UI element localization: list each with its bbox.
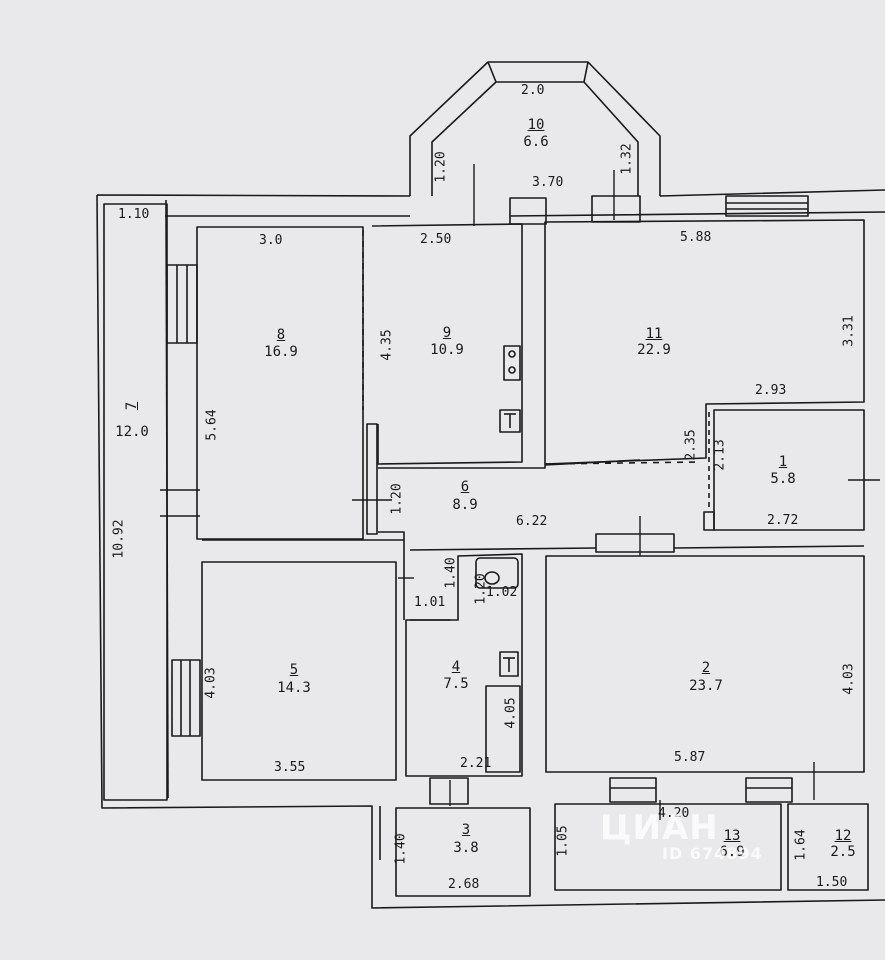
room-11-area: 22.9 [637, 342, 671, 358]
dim-bay-left: 1.20 [433, 151, 449, 183]
room-8-area: 16.9 [264, 344, 298, 360]
dim-r8-length: 5.64 [204, 409, 220, 441]
watermark: ЦИАН ID 674894 [600, 808, 763, 863]
dim-r8-width: 3.0 [259, 233, 283, 248]
room-5-number: 5 [289, 662, 299, 678]
room-4-number: 4 [451, 659, 461, 675]
dim-r5-width: 3.55 [274, 760, 306, 775]
room-3-number: 3 [461, 822, 471, 838]
room-9-area: 10.9 [430, 342, 464, 358]
room-8-outline [196, 226, 364, 540]
dim-bay-top: 2.0 [521, 83, 545, 98]
room-2-number: 2 [701, 660, 711, 676]
room-5-area: 14.3 [277, 680, 311, 696]
room-11-outline [544, 219, 865, 465]
dim-r12-length: 1.64 [793, 829, 809, 861]
room-2-outline [545, 555, 865, 773]
dim-r6-length: 1.20 [389, 483, 405, 515]
dim-bay-right: 1.32 [619, 143, 635, 175]
room-7-area: 12.0 [115, 424, 149, 440]
dim-r4-width: 2.21 [460, 756, 492, 771]
room-10-number: 10 [527, 117, 545, 133]
room-1-number: 1 [778, 454, 788, 470]
room-11-number: 11 [645, 326, 663, 342]
dim-r11-length: 3.31 [841, 315, 857, 347]
dim-r1-top: 2.93 [755, 383, 787, 398]
windows [166, 195, 809, 805]
room-4-outline [405, 553, 523, 777]
room-13-number: 13 [723, 828, 741, 844]
room-12-outline [787, 803, 869, 891]
room-9-outline [371, 223, 523, 465]
room-6-area: 8.9 [452, 497, 478, 513]
dim-r4-closet-h: 1.40 [443, 557, 459, 589]
room-1-area: 5.8 [770, 471, 796, 487]
dim-r1-ext: 2.35 [683, 429, 699, 461]
dim-r7-width: 1.10 [118, 207, 150, 222]
dim-r5-length: 4.03 [203, 667, 219, 699]
room-4-area: 7.5 [443, 676, 469, 692]
room-2-area: 23.7 [689, 678, 723, 694]
room-8-number: 8 [276, 327, 286, 343]
room-3-outline [395, 807, 531, 897]
tick-marks [160, 164, 880, 820]
outer-wall [96, 189, 885, 909]
dim-bay-width: 3.70 [532, 175, 564, 190]
dim-r9-length: 4.35 [379, 329, 395, 361]
dim-r3-length: 1.40 [393, 833, 409, 865]
dim-r4-step: 1.01 [414, 595, 446, 610]
room-12-number: 12 [834, 828, 852, 844]
dim-r4-length: 4.05 [503, 697, 519, 729]
inner-wall-line [165, 211, 885, 217]
dim-r3-width: 2.68 [448, 877, 480, 892]
dim-r2-length: 4.03 [841, 663, 857, 695]
room-5-outline [201, 561, 397, 781]
room-12-area: 2.5 [830, 844, 856, 860]
room-1-outline [713, 409, 865, 531]
dim-r9-width: 2.50 [420, 232, 452, 247]
room-3-area: 3.8 [453, 840, 479, 856]
bay-window-outline [409, 61, 661, 196]
room-13-area: 6.9 [719, 844, 745, 860]
room-6-number: 6 [460, 479, 470, 495]
dim-r13-length: 1.05 [555, 825, 571, 857]
dim-r4-closet-w: 1.02 [486, 585, 518, 600]
dim-r1-bottom: 2.72 [767, 513, 799, 528]
dim-r6-width: 6.22 [516, 514, 548, 529]
room-10-area: 6.6 [523, 134, 549, 150]
dim-r7-length: 10.92 [111, 519, 127, 559]
dim-r11-width: 5.88 [680, 230, 712, 245]
room-13-outline [554, 803, 782, 891]
watermark-brand: ЦИАН [600, 808, 719, 848]
room-9-number: 9 [442, 325, 452, 341]
dim-r2-width: 5.87 [674, 750, 706, 765]
dim-r13-width: 4.20 [658, 806, 690, 821]
room-7-outline [103, 203, 168, 801]
dim-r12-width: 1.50 [816, 875, 848, 890]
bay-window-inner [431, 81, 639, 196]
watermark-id: ID 674894 [662, 844, 763, 863]
dim-r1-left: 2.13 [712, 439, 728, 471]
